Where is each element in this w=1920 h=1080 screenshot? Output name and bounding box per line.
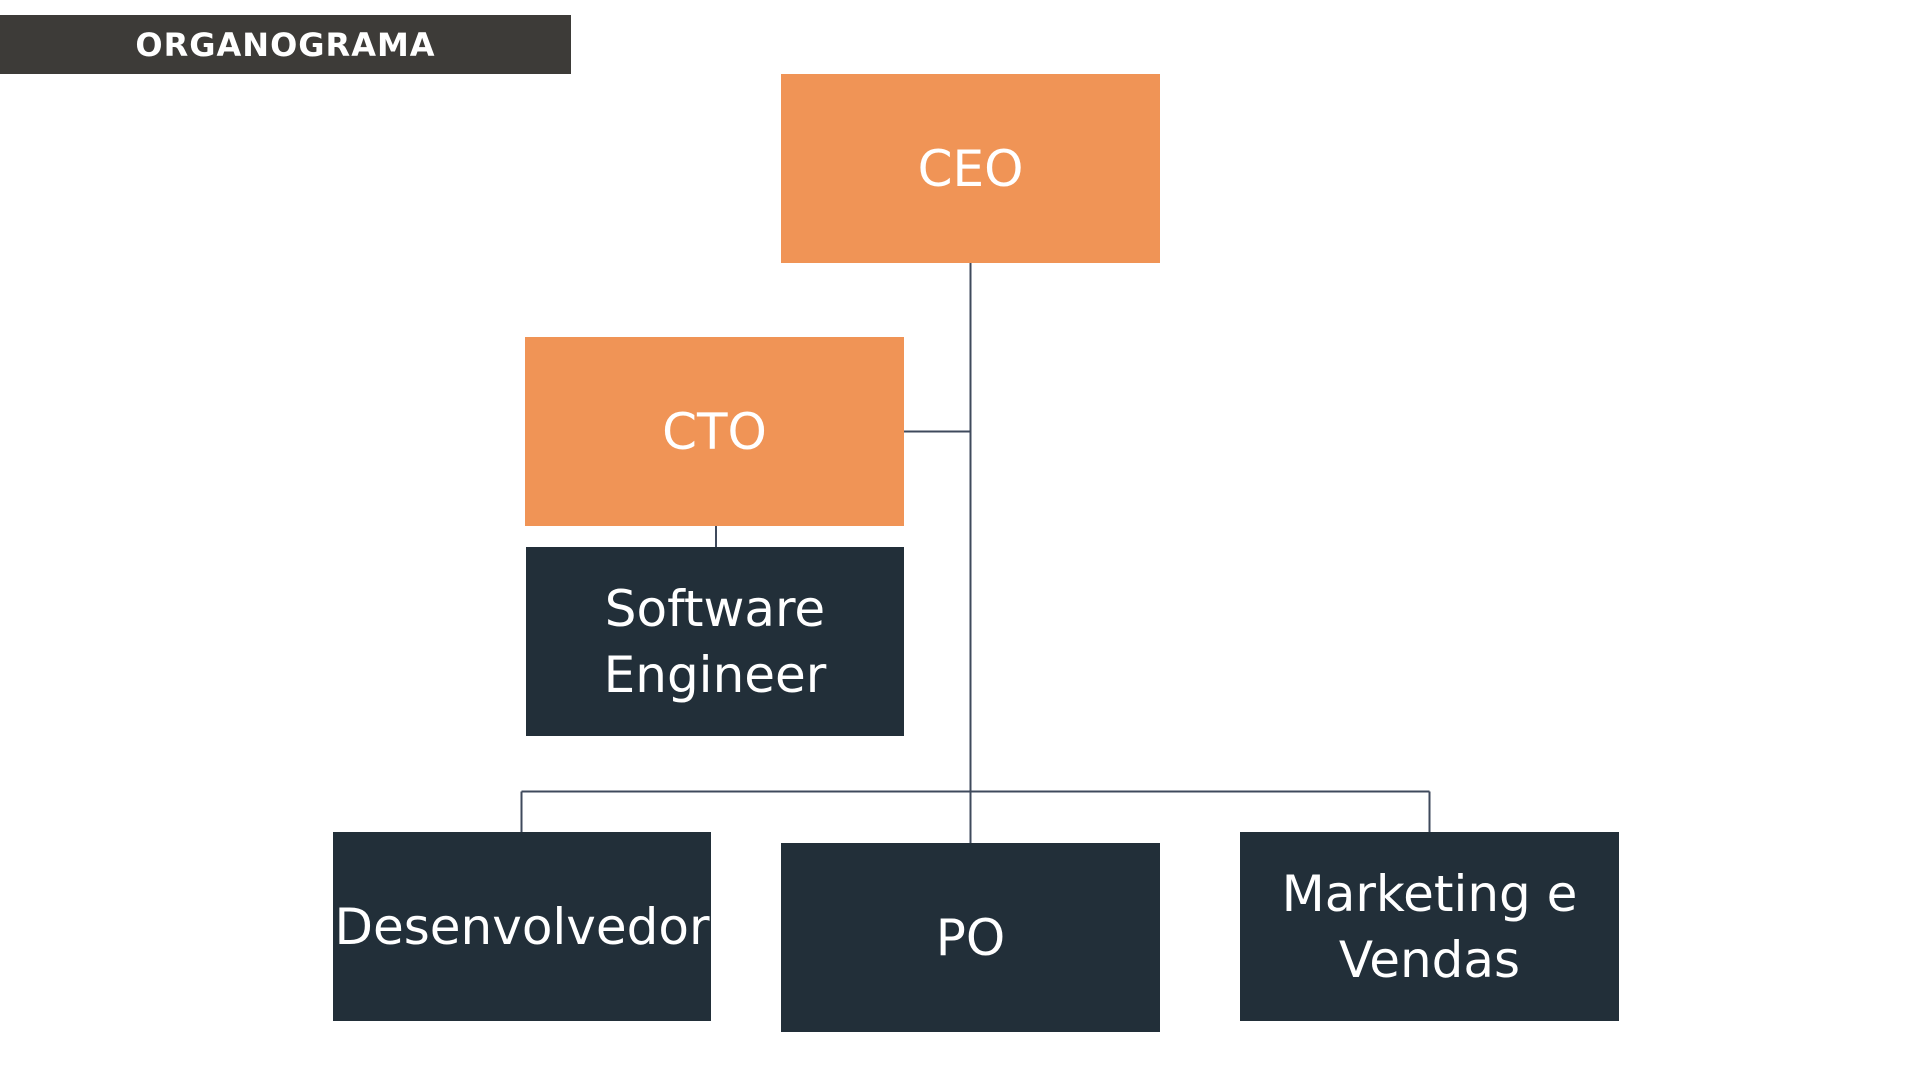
org-node-marketing-vendas: Marketing e Vendas — [1240, 832, 1619, 1021]
page-title-bar: ORGANOGRAMA — [0, 15, 571, 74]
org-node-software-engineer: Software Engineer — [526, 547, 904, 736]
org-node-ceo: CEO — [781, 74, 1160, 263]
org-node-cto: CTO — [525, 337, 904, 526]
org-node-po: PO — [781, 843, 1160, 1032]
page-title: ORGANOGRAMA — [135, 25, 436, 64]
org-node-desenvolvedor: Desenvolvedor — [333, 832, 711, 1021]
